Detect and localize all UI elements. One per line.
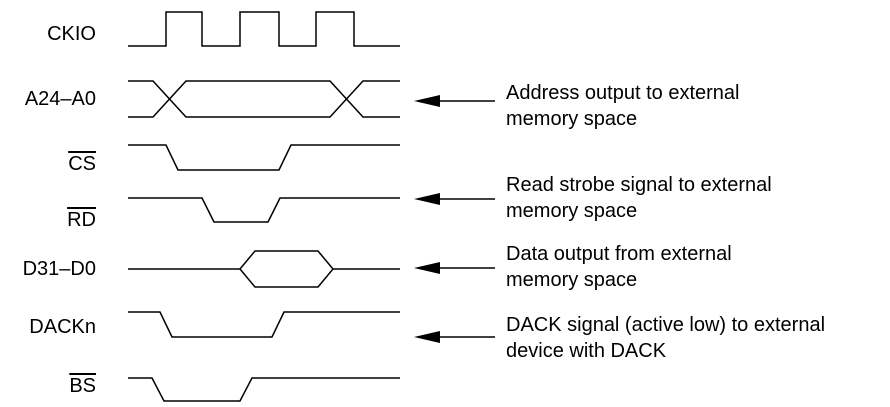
read-annotation-line1: Read strobe signal to external [506,174,772,196]
data-waveform [128,250,400,288]
dack-annotation: DACK signal (active low) to external dev… [506,312,825,364]
data-annotation-line1: Data output from external [506,243,732,265]
address-annotation-line1: Address output to external [506,82,740,104]
data-annotation-line2: memory space [506,269,638,291]
read-annotation-line2: memory space [506,200,638,222]
read-annotation: Read strobe signal to external memory sp… [506,172,772,224]
data-bus-label: D31–D0 [22,258,96,280]
cs-label: CS [68,153,96,175]
address-annotation: Address output to external memory space [506,80,739,132]
dack-waveform [128,311,400,338]
data-annotation: Data output from external memory space [506,241,732,293]
dack-label: DACKn [29,316,96,338]
bs-waveform [128,377,400,402]
arrow-address [414,95,495,107]
ckio-label: CKIO [47,23,96,45]
address-bus-label: A24–A0 [24,88,96,110]
arrow-read [414,193,495,205]
dack-annotation-line2: device with DACK [506,340,667,362]
bs-label: BS [69,375,96,397]
rd-waveform [128,197,400,223]
address-waveform [128,80,400,118]
cs-waveform [128,144,400,171]
rd-label: RD [67,209,96,231]
address-annotation-line2: memory space [506,108,638,130]
arrow-dack [414,331,495,343]
ckio-waveform [128,11,400,47]
arrow-data [414,262,495,274]
dack-annotation-line1: DACK signal (active low) to external [506,314,826,336]
